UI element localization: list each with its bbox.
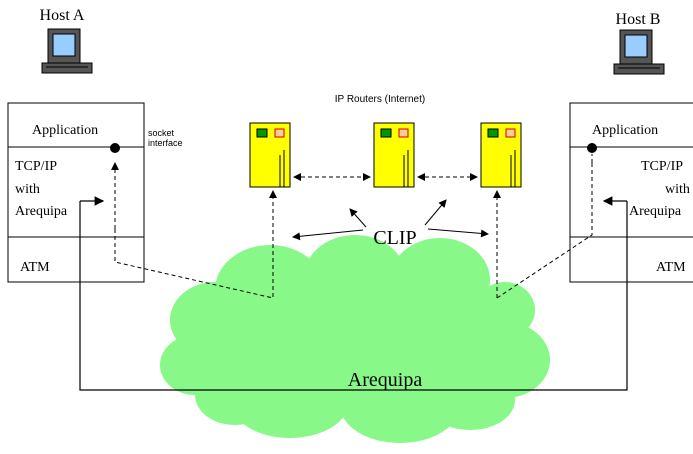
host-a-arequipa-label: Arequipa <box>15 204 68 219</box>
host-b-clip-path <box>496 163 593 299</box>
router-3-icon <box>480 122 522 188</box>
atm-cloud <box>160 235 550 443</box>
clip-arrow-2 <box>292 229 364 241</box>
host-a-protocol-stack <box>7 102 145 283</box>
host-a-with-label: with <box>15 182 40 197</box>
routers-title: IP Routers (Internet) <box>335 94 425 105</box>
clip-arrow-1 <box>349 208 367 228</box>
router-1-icon <box>249 122 291 188</box>
host-a-computer-icon <box>41 28 93 74</box>
host-b-title: Host B <box>616 11 661 28</box>
host-b-computer-icon <box>613 29 665 75</box>
clip-label: CLIP <box>373 227 416 249</box>
socket-label-line1: socket <box>148 128 175 138</box>
host-a-clip-path <box>114 190 277 299</box>
clip-arrow-4 <box>427 228 489 238</box>
host-b-socket-dot <box>587 143 597 153</box>
host-b-arequipa-label: Arequipa <box>629 204 682 219</box>
host-b-with-label: with <box>665 182 690 197</box>
host-a-title: Host A <box>40 7 85 24</box>
socket-label-line2: interface <box>148 138 183 148</box>
host-a-tcpip-label: TCP/IP <box>15 159 57 174</box>
router-2-icon <box>373 122 415 188</box>
cloud-label: Arequipa <box>348 369 423 391</box>
host-b-atm-label: ATM <box>656 260 686 275</box>
host-b-tcpip-label: TCP/IP <box>641 159 683 174</box>
host-a-application-label: Application <box>32 123 98 138</box>
host-b-application-label: Application <box>592 123 658 138</box>
host-a-atm-label: ATM <box>20 260 50 275</box>
arequipa-direct-link <box>79 201 628 391</box>
clip-arrow-3 <box>424 199 447 226</box>
host-a-socket-dot <box>110 143 120 153</box>
